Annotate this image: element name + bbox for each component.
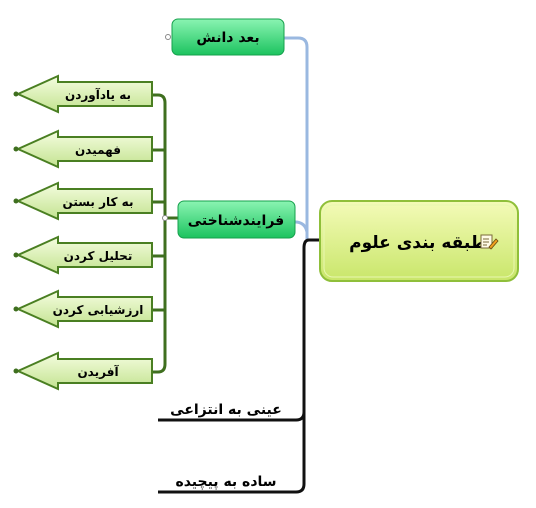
connector-knowledge-dimension <box>284 36 320 242</box>
central-topic-label: طبقه بندی علوم <box>349 233 487 253</box>
child-dot-1 <box>13 91 19 97</box>
branch-simple-complex-label[interactable]: ساده به پیچیده <box>175 474 276 490</box>
branch-knowledge-dimension[interactable]: بعد دانش <box>171 18 285 56</box>
connectors <box>152 36 320 494</box>
child-node-1[interactable]: به یادآوردن <box>13 74 153 114</box>
child-node-5[interactable]: ارزشیابی کردن <box>13 289 153 329</box>
note-pencil-icon <box>480 234 499 250</box>
child-label-6: آفریدن <box>77 364 119 379</box>
child-dot-3 <box>13 198 19 204</box>
branch-knowledge-dimension-label: بعد دانش <box>196 30 259 46</box>
collapse-dot-cognitive <box>162 215 168 221</box>
child-label-1: به یادآوردن <box>65 87 131 103</box>
connector-cognitive-process <box>294 220 309 233</box>
connector-children-bracket <box>152 93 167 374</box>
child-label-2: فهمیدن <box>75 143 121 157</box>
child-label-3: به کار بستن <box>63 195 134 209</box>
child-node-6[interactable]: آفریدن <box>13 351 153 391</box>
child-dot-6 <box>13 368 19 374</box>
child-node-4[interactable]: تحلیل کردن <box>13 235 153 275</box>
child-dot-4 <box>13 252 19 258</box>
collapse-dot-knowledge <box>165 34 171 40</box>
connector-trunk <box>158 238 320 494</box>
child-label-4: تحلیل کردن <box>64 249 133 263</box>
branch-cognitive-process-label: فرایندشناختی <box>188 213 284 229</box>
central-topic[interactable]: طبقه بندی علوم <box>319 200 519 282</box>
child-node-2[interactable]: فهمیدن <box>13 129 153 169</box>
children-group: به یادآوردن فهمیدن به کار بستن تحلیل کرد… <box>13 74 153 391</box>
child-node-3[interactable]: به کار بستن <box>13 181 153 221</box>
child-label-5: ارزشیابی کردن <box>53 303 144 317</box>
child-dot-5 <box>13 306 19 312</box>
child-dot-2 <box>13 146 19 152</box>
connector-objective-abstract <box>158 411 306 422</box>
branch-cognitive-process[interactable]: فرایندشناختی <box>177 200 296 239</box>
branch-objective-abstract-label[interactable]: عینی به انتزاعی <box>170 402 282 418</box>
